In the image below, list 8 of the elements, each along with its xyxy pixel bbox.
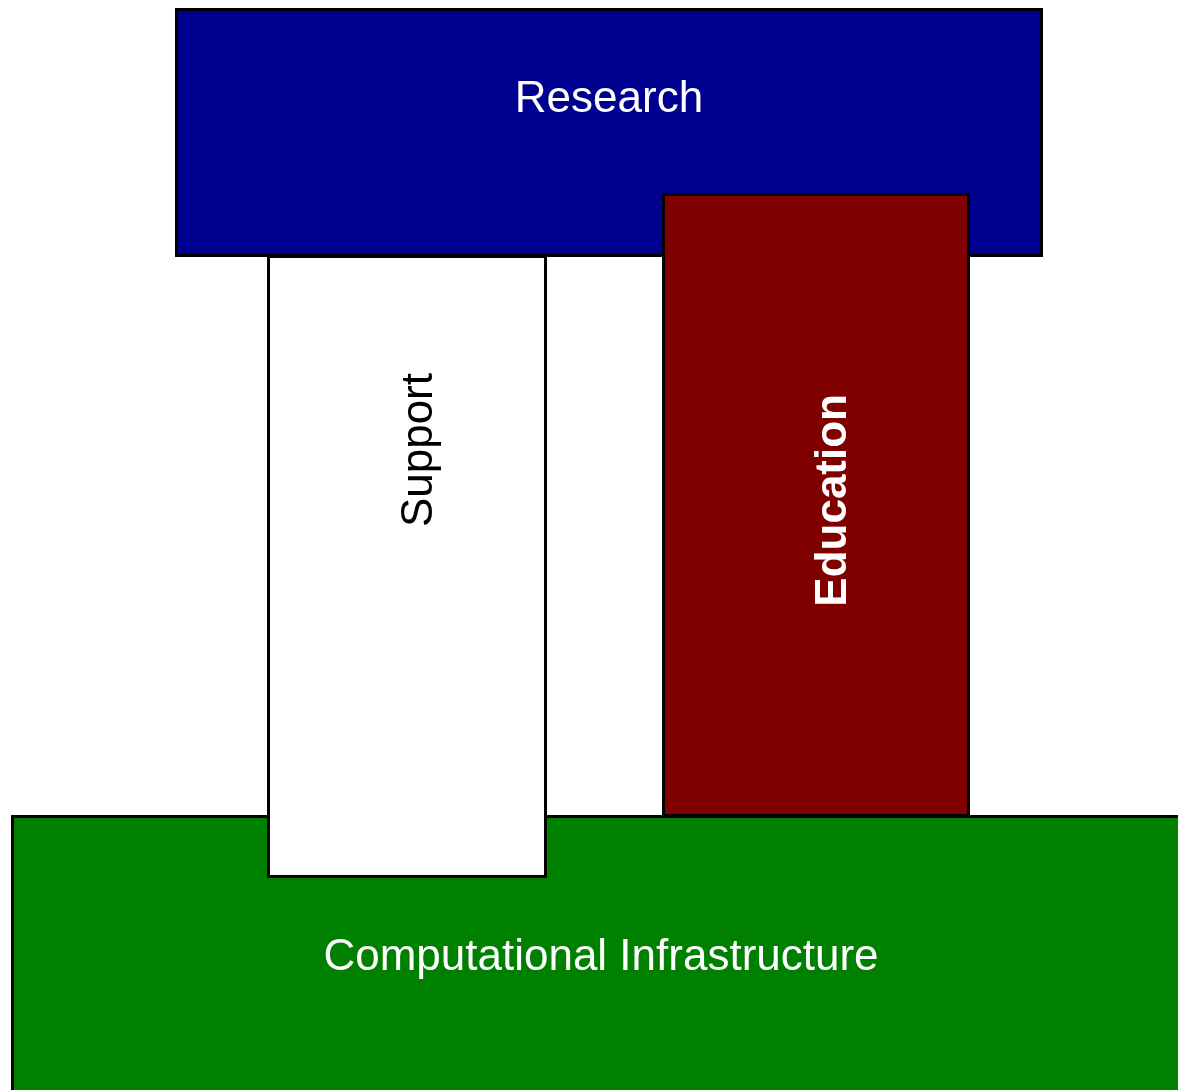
block-label: Support bbox=[392, 373, 442, 528]
support-pillar bbox=[267, 255, 547, 878]
block-label: Research bbox=[514, 71, 704, 122]
infrastructure-base bbox=[11, 815, 1178, 1090]
block-label: Computational Infrastructure bbox=[323, 930, 879, 980]
block-label: Education bbox=[806, 393, 856, 607]
education-pillar bbox=[662, 193, 970, 817]
research-block bbox=[175, 8, 1043, 257]
